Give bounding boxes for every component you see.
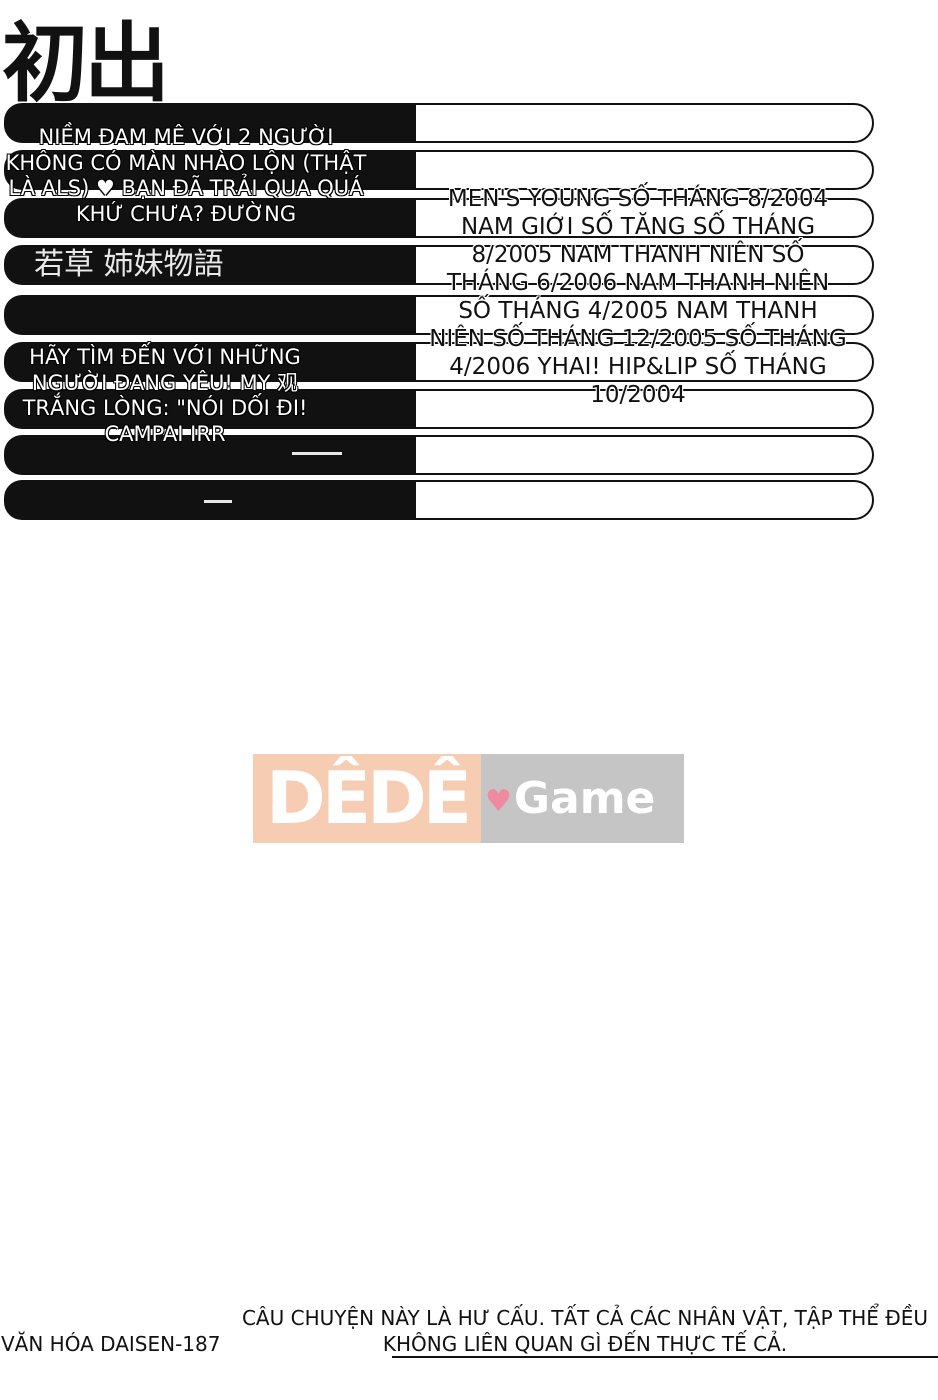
row-white-pill xyxy=(414,480,874,520)
footer-rule xyxy=(392,1356,938,1358)
row-white-pill xyxy=(414,103,874,143)
heart-icon: ♥ xyxy=(485,783,512,819)
logo-right-text: Game xyxy=(513,773,656,824)
row-white-pill xyxy=(414,198,874,238)
row-black-band xyxy=(4,389,434,429)
row-black-band xyxy=(4,103,434,143)
dash-mark xyxy=(204,500,232,503)
row-black-band xyxy=(4,342,434,382)
story-title-1: NIỀM ĐAM MÊ VỚI 2 NGƯỜI KHÔNG CÓ MÀN NHÀ… xyxy=(5,125,367,226)
credit-row-6 xyxy=(4,342,874,382)
credit-row-7 xyxy=(4,389,874,429)
sources-list: MEN'S YOUNG SỐ THÁNG 8/2004 NAM GIỚI SỐ … xyxy=(429,186,847,408)
row-black-band xyxy=(4,245,434,285)
watermark-logo: DÊDÊ ♥Game xyxy=(253,754,684,843)
row-black-band xyxy=(4,295,434,335)
credit-row-8 xyxy=(4,435,874,475)
logo-left-text: DÊDÊ xyxy=(253,754,481,843)
dash-mark xyxy=(292,452,342,455)
credit-row-3 xyxy=(4,198,874,238)
credit-row-1 xyxy=(4,103,874,143)
logo-right-block: ♥Game xyxy=(481,754,684,843)
row-white-pill xyxy=(414,342,874,382)
jp-title-label: 若草 姉妹物語 xyxy=(34,247,224,282)
story-title-2: HÃY TÌM ĐẾN VỚI NHỮNG NGƯỜI ĐANG YÊU! MY… xyxy=(22,345,308,446)
row-white-pill xyxy=(414,389,874,429)
row-white-pill xyxy=(414,295,874,335)
row-black-band xyxy=(4,150,434,190)
publisher-code: VĂN HÓA DAISEN-187 xyxy=(1,1332,221,1356)
credit-row-5 xyxy=(4,295,874,335)
row-black-band xyxy=(4,435,434,475)
credit-row-9 xyxy=(4,480,874,520)
page-title: 初出 xyxy=(2,13,170,114)
row-white-pill xyxy=(414,245,874,285)
row-black-band xyxy=(4,198,434,238)
row-white-pill xyxy=(414,435,874,475)
row-white-pill xyxy=(414,150,874,190)
credit-row-2 xyxy=(4,150,874,190)
disclaimer-text: CÂU CHUYỆN NÀY LÀ HƯ CẤU. TẤT CẢ CÁC NHÂ… xyxy=(241,1306,929,1356)
credit-row-4: 若草 姉妹物語 xyxy=(4,245,874,285)
